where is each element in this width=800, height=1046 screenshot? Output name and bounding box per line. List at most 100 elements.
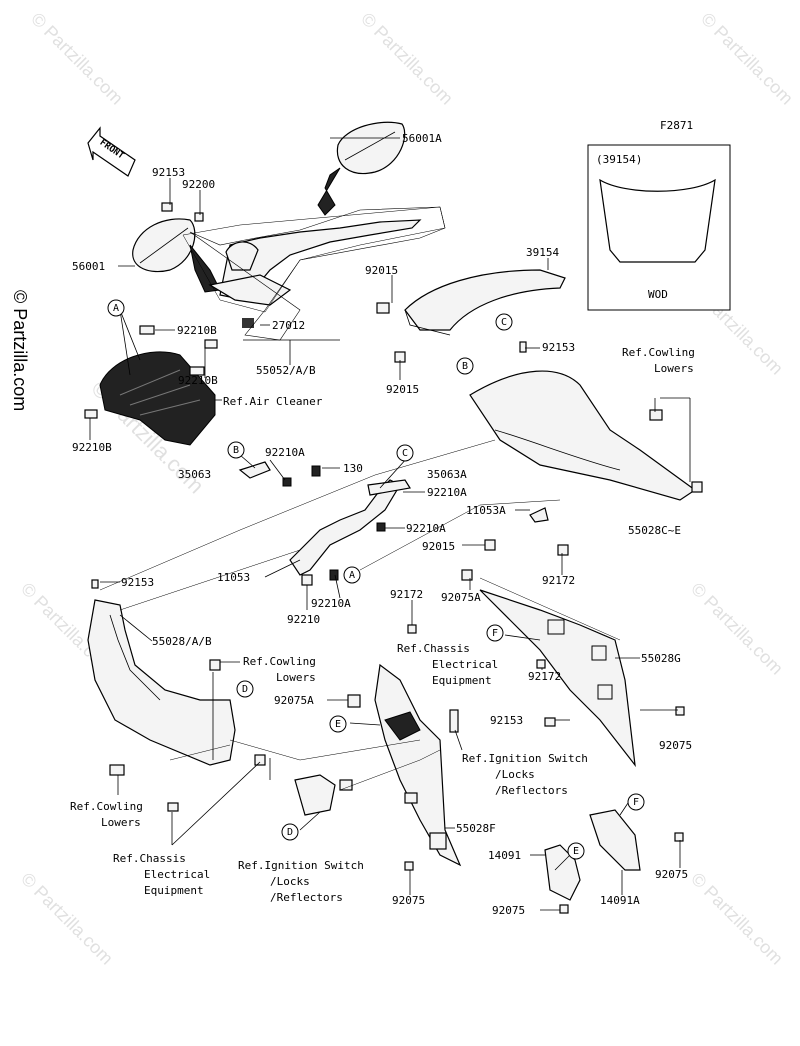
callout-C1: C: [495, 313, 513, 331]
label-27012: 27012: [272, 319, 305, 332]
svg-text:C: C: [402, 448, 408, 459]
label-lowers: Lowers: [101, 816, 141, 829]
label-equipment: Equipment: [144, 884, 204, 897]
callout-D2: D: [281, 823, 299, 841]
watermark: © Partzilla.com: [687, 579, 787, 679]
bolt: [407, 624, 417, 634]
label-ref-air-cleaner: Ref.Air Cleaner: [223, 395, 323, 408]
wod-part: (39154): [596, 153, 642, 166]
label-35063A: 35063A: [427, 468, 467, 481]
svg-text:D: D: [242, 684, 248, 695]
bolt: [536, 659, 546, 669]
bolt: [544, 717, 556, 727]
wod-box: (39154) WOD: [587, 144, 731, 311]
label-92200: 92200: [182, 178, 215, 191]
label-92075: 92075: [655, 868, 688, 881]
label-ref-cowling: Ref.Cowling: [622, 346, 695, 359]
bracket-14091: [544, 809, 641, 901]
label-130: 130: [343, 462, 363, 475]
svg-text:F: F: [633, 797, 639, 808]
callout-B1: B: [456, 357, 474, 375]
label-56001A: 56001A: [402, 132, 442, 145]
clip: [139, 325, 155, 335]
label-55028F: 55028F: [456, 822, 496, 835]
label-ref-cowling: Ref.Cowling: [70, 800, 143, 813]
label-locks: /Locks: [495, 768, 535, 781]
svg-text:E: E: [335, 719, 341, 730]
label-11053: 11053: [217, 571, 250, 584]
label-reflectors: /Reflectors: [270, 891, 343, 904]
label-electrical: Electrical: [144, 868, 210, 881]
label-lowers: Lowers: [654, 362, 694, 375]
label-equipment: Equipment: [432, 674, 492, 687]
label-ref-chassis: Ref.Chassis: [397, 642, 470, 655]
label-92075: 92075: [392, 894, 425, 907]
bolt: [161, 202, 173, 212]
center-brackets: [238, 461, 569, 586]
callout-A2: A: [343, 566, 361, 584]
label-55028-A-B: 55028/A/B: [152, 635, 212, 648]
watermark: © Partzilla.com: [357, 9, 457, 109]
callout-F2: F: [627, 793, 645, 811]
label-55052: 55052/A/B: [256, 364, 316, 377]
label-electrical: Electrical: [432, 658, 498, 671]
label-55028G: 55028G: [641, 652, 681, 665]
label-ref-cowling: Ref.Cowling: [243, 655, 316, 668]
label-reflectors: /Reflectors: [495, 784, 568, 797]
label-ref-ignition-switch: Ref.Ignition Switch: [462, 752, 588, 765]
watermark: © Partzilla.com: [687, 869, 787, 969]
bolt: [691, 481, 703, 493]
bolt: [91, 579, 99, 589]
bolt: [674, 832, 684, 842]
svg-text:A: A: [113, 303, 119, 314]
label-92210B: 92210B: [72, 441, 112, 454]
bolt: [109, 764, 125, 776]
lower-cowl-right: [479, 589, 636, 768]
ignition-bracket: [294, 774, 353, 816]
label-92075A: 92075A: [441, 591, 481, 604]
label-92210B: 92210B: [178, 374, 218, 387]
bolt: [167, 802, 179, 812]
callout-A1: A: [107, 299, 125, 317]
front-arrow: FRONT: [87, 126, 136, 177]
bolt: [675, 706, 685, 716]
mirror-right: [317, 121, 406, 216]
upper-cowl-assembly: [189, 206, 446, 341]
clip: [189, 366, 205, 376]
label-92153: 92153: [542, 341, 575, 354]
label-92075A: 92075A: [274, 694, 314, 707]
label-92210A: 92210A: [265, 446, 305, 459]
label-35063: 35063: [178, 468, 211, 481]
windshield: [404, 269, 566, 336]
part-labels: 56001A 92153 92200 56001 39154 92015 270…: [70, 132, 695, 917]
label-92210B: 92210B: [177, 324, 217, 337]
label-92015: 92015: [365, 264, 398, 277]
bolt: [449, 709, 459, 733]
label-92075: 92075: [659, 739, 692, 752]
bolt: [559, 904, 569, 914]
svg-text:A: A: [349, 570, 355, 581]
svg-text:E: E: [573, 846, 579, 857]
watermark: © Partzilla.com: [17, 869, 117, 969]
label-ref-ignition-switch: Ref.Ignition Switch: [238, 859, 364, 872]
label-92153: 92153: [152, 166, 185, 179]
bolt: [376, 302, 390, 314]
wod-label: WOD: [648, 288, 668, 301]
label-92153: 92153: [121, 576, 154, 589]
label-92172: 92172: [390, 588, 423, 601]
label-locks: /Locks: [270, 875, 310, 888]
callout-B2: B: [227, 441, 245, 459]
bolt: [194, 212, 204, 222]
label-92075: 92075: [492, 904, 525, 917]
air-cleaner-duct: [99, 351, 216, 446]
svg-text:F: F: [492, 628, 498, 639]
label-lowers: Lowers: [276, 671, 316, 684]
bolt: [404, 861, 414, 871]
clip: [84, 409, 98, 419]
figure-id: F2871: [660, 119, 693, 132]
label-14091: 14091: [488, 849, 521, 862]
callout-F1: F: [486, 624, 504, 642]
callout-C2: C: [396, 444, 414, 462]
label-92172: 92172: [542, 574, 575, 587]
